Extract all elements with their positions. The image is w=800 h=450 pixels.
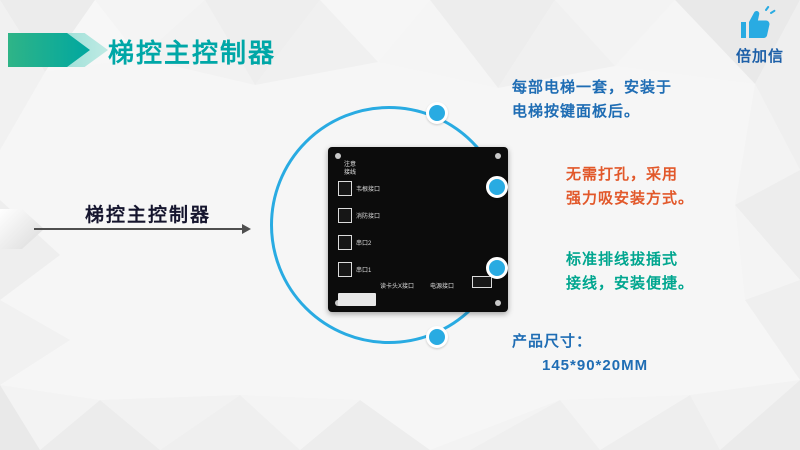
connector-row: 串口2 xyxy=(338,235,380,250)
brand-name: 倍加信 xyxy=(735,48,784,65)
screw-icon xyxy=(495,300,501,306)
feature-bullet-1-line1: 每部电梯一套，安装于 xyxy=(512,79,673,96)
connector-label: 韦根接口 xyxy=(356,187,381,193)
board-note-line1: 注意 xyxy=(344,162,357,168)
screw-icon xyxy=(495,153,501,159)
connector-row: 消防接口 xyxy=(338,208,380,223)
connector-port xyxy=(338,181,352,196)
product-size-bullet: 产品尺寸： 145*90*20MM xyxy=(512,330,648,378)
brand-logo: 倍加信 xyxy=(726,6,794,66)
connector-port xyxy=(338,235,352,250)
feature-bullet-3-line2: 接线，安装便捷。 xyxy=(566,275,695,292)
pointer-line xyxy=(34,224,251,234)
feature-bullet-1-line2: 电梯按键面板后。 xyxy=(512,103,641,120)
circle-node-1 xyxy=(426,102,448,124)
connector-port xyxy=(338,262,352,277)
arrowhead-icon xyxy=(242,224,251,234)
connector-label: 串口1 xyxy=(356,268,372,274)
feature-bullet-2-line2: 强力吸安装方式。 xyxy=(566,190,695,207)
board-bottom-labels: 读卡头X接口 电源接口 xyxy=(380,281,454,290)
feature-bullet-2-line1: 无需打孔，采用 xyxy=(566,166,679,183)
product-size-value: 145*90*20MM xyxy=(542,357,649,374)
feature-bullet-1: 每部电梯一套，安装于 电梯按键面板后。 xyxy=(512,76,672,124)
connector-row: 串口1 xyxy=(338,262,380,277)
bottom-label-2: 电源接口 xyxy=(430,284,455,290)
board-note-line2: 接线 xyxy=(344,170,357,176)
feature-bullet-3: 标准排线拔插式 接线，安装便捷。 xyxy=(566,248,694,296)
product-name-label: 梯控主控制器 xyxy=(85,205,212,226)
product-size-label: 产品尺寸： xyxy=(512,333,593,350)
connector-label: 消防接口 xyxy=(356,214,381,220)
feature-bullet-3-line1: 标准排线拔插式 xyxy=(566,251,679,268)
circle-node-3 xyxy=(486,257,508,279)
bottom-label-1: 读卡头X接口 xyxy=(380,284,415,290)
side-connector-port xyxy=(472,276,492,288)
connector-label: 串口2 xyxy=(356,241,372,247)
connector-port xyxy=(338,208,352,223)
thumbs-up-icon xyxy=(741,6,776,38)
screw-icon xyxy=(335,153,341,159)
circle-node-4 xyxy=(426,326,448,348)
bottom-connector-port xyxy=(338,293,376,306)
feature-bullet-2: 无需打孔，采用 强力吸安装方式。 xyxy=(566,163,694,211)
pcb-board: 注意 接线 韦根接口 消防接口 串口2 串口1 读卡头X接口 电源接口 xyxy=(328,147,508,312)
connector-row: 韦根接口 xyxy=(338,181,380,196)
board-note: 注意 接线 xyxy=(344,161,356,177)
circle-node-2 xyxy=(486,176,508,198)
page-title: 梯控主控制器 xyxy=(108,38,277,68)
connector-column: 韦根接口 消防接口 串口2 串口1 xyxy=(338,181,380,289)
